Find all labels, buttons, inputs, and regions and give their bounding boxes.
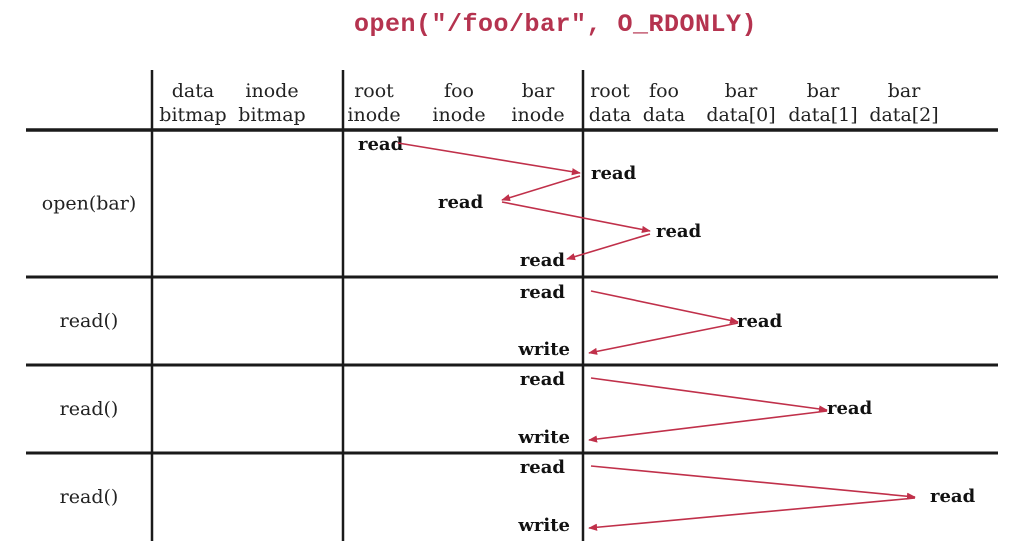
operation-label: read (438, 192, 484, 213)
row-label: read() (60, 398, 119, 420)
column-header-line1: data (172, 80, 214, 102)
column-header-line1: root (354, 80, 394, 102)
column-header-line2: data (643, 104, 685, 126)
column-header-line2: inode (511, 104, 564, 126)
flow-arrow (397, 142, 581, 176)
column-header-line1: root (590, 80, 630, 102)
operation-label: read (930, 486, 976, 507)
flow-arrow (588, 410, 828, 443)
operation-label: read (520, 282, 566, 303)
column-header-line2: bitmap (238, 104, 305, 126)
column-header-line1: bar (725, 80, 758, 102)
column-header-line2: data (589, 104, 631, 126)
operation-label: read (520, 369, 566, 390)
column-header-line2: inode (347, 104, 400, 126)
column-header-line1: foo (649, 80, 679, 102)
operation-label: read (520, 457, 566, 478)
column-header-line2: data[2] (869, 104, 938, 126)
operation-label: read (656, 221, 702, 242)
column-header-line2: bitmap (159, 104, 226, 126)
row-label: read() (60, 310, 119, 332)
column-header-line1: bar (888, 80, 921, 102)
operation-label: write (517, 427, 570, 448)
flow-arrow (588, 497, 916, 531)
operation-label: read (520, 250, 566, 271)
column-header-line2: data[1] (788, 104, 857, 126)
flow-arrow (590, 465, 916, 500)
flow-arrow (501, 175, 581, 202)
flow-arrow (588, 322, 739, 355)
diagram-title: open("/foo/bar", O_RDONLY) (353, 10, 758, 39)
operation-label: read (358, 134, 404, 155)
operation-label: write (517, 339, 570, 360)
flow-arrow (566, 233, 651, 261)
column-header-line1: bar (522, 80, 555, 102)
operation-label: write (517, 515, 570, 536)
flow-arrow (501, 201, 651, 233)
flow-arrow (590, 377, 828, 413)
row-label: open(bar) (42, 193, 136, 215)
row-label: read() (60, 486, 119, 508)
operation-label: read (827, 398, 873, 419)
column-header-line2: data[0] (706, 104, 775, 126)
flow-arrow (590, 290, 739, 324)
column-header-line1: inode (245, 80, 298, 102)
column-header-line1: foo (444, 80, 474, 102)
column-header-line1: bar (807, 80, 840, 102)
column-header-line2: inode (432, 104, 485, 126)
operation-label: read (737, 311, 783, 332)
operation-label: read (591, 163, 637, 184)
